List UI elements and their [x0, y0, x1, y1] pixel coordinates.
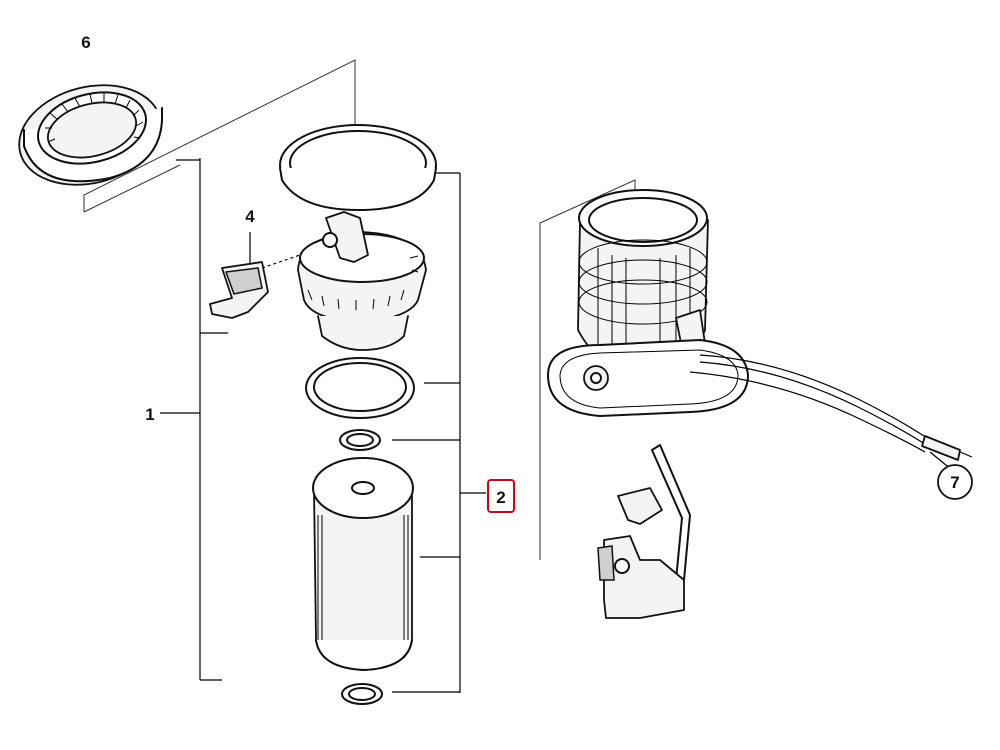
callout-6: 6 [81, 33, 90, 52]
callout-highlight-box [487, 479, 515, 513]
clip-part-4 [209, 261, 269, 319]
callout-label-1: 1 [145, 405, 154, 424]
callout-label-7: 7 [950, 473, 959, 492]
callout-label-4: 4 [245, 207, 255, 226]
pump-assembly [547, 189, 973, 461]
upper-seal-ring [279, 124, 437, 211]
callout-circle-7 [937, 464, 973, 500]
callout-label-2: 2 [496, 488, 505, 507]
leader-lines [83, 59, 953, 693]
o-ring-small-lower [341, 683, 383, 705]
callout-1: 1 [145, 405, 154, 424]
callout-2-highlighted[interactable]: 2 [487, 479, 515, 513]
seal-ring-part-6 [18, 84, 163, 186]
o-ring-large [305, 357, 415, 419]
callout-7: 7 [937, 464, 973, 500]
callout-4: 4 [245, 207, 255, 226]
callout-label-6: 6 [81, 33, 90, 52]
filter-cap [297, 211, 427, 351]
sensor-bracket [597, 444, 691, 619]
o-ring-small-upper [339, 429, 381, 451]
filter-element-part-2 [312, 457, 414, 671]
